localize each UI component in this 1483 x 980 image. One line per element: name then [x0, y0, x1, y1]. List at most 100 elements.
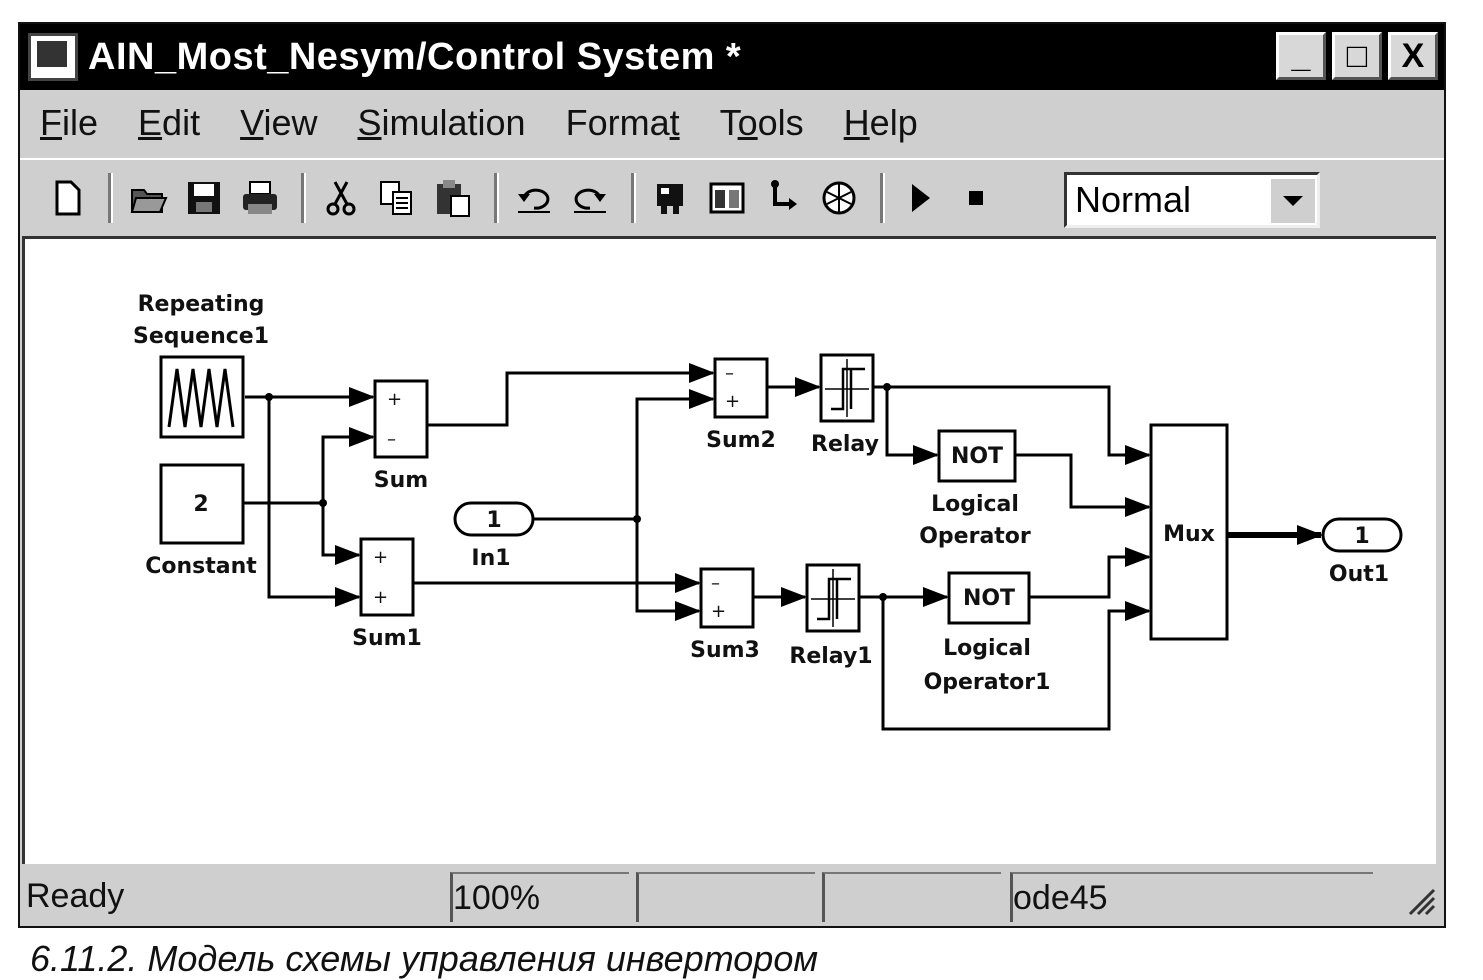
status-panel-empty-1 [636, 872, 815, 922]
menu-item-mnemonic: V [240, 102, 264, 143]
resize-grip-icon[interactable] [1404, 884, 1436, 916]
chevron-down-icon[interactable] [1271, 179, 1315, 223]
new-icon[interactable] [42, 173, 92, 223]
out1-port-block[interactable]: 1 [1321, 517, 1403, 553]
menu-item-mnemonic: S [357, 102, 382, 143]
relay-label: Relay [811, 432, 879, 457]
paste-icon[interactable] [428, 173, 478, 223]
solver-name: ode45 [1010, 872, 1373, 922]
menu-item-text: ols [757, 102, 804, 143]
simulation-mode-value: Normal [1075, 179, 1192, 220]
menu-item-text: Forma [565, 102, 670, 143]
logical-operator-block[interactable]: NOT [937, 429, 1017, 483]
toolbar-separator [108, 173, 113, 223]
logical-operator1-label-2: Operator1 [924, 670, 1051, 695]
menu-item-text: T [719, 102, 738, 143]
stop-icon[interactable] [951, 173, 1001, 223]
menu-item[interactable]: Tools [720, 102, 804, 144]
logical-operator-label-2: Operator [919, 524, 1031, 549]
sum-sign-1: + [387, 389, 402, 410]
sum3-block[interactable]: – + [699, 567, 755, 629]
in1-label: In1 [471, 546, 510, 571]
toolbar-separator [880, 173, 885, 223]
print-icon[interactable] [235, 173, 285, 223]
relay1-block[interactable] [805, 563, 861, 633]
model-explorer-icon[interactable] [702, 173, 752, 223]
sum3-sign-2: + [711, 601, 726, 622]
library-browser-icon[interactable] [646, 173, 696, 223]
menu-item[interactable]: View [240, 102, 317, 144]
menu-item-mnemonic: H [843, 102, 870, 143]
constant-label: Constant [145, 554, 257, 579]
simulation-mode-select[interactable]: Normal [1064, 172, 1320, 228]
logical-operator1-label-1: Logical [943, 636, 1031, 661]
relay1-label: Relay1 [789, 644, 872, 669]
menu-item[interactable]: Format [566, 102, 680, 144]
sum2-block[interactable]: – + [713, 357, 769, 419]
minimize-button[interactable]: _ [1276, 32, 1326, 80]
cut-icon[interactable] [316, 173, 366, 223]
update-diagram-icon[interactable] [814, 173, 864, 223]
app-icon[interactable] [28, 33, 78, 81]
sum2-sign-2: + [725, 391, 740, 412]
menu-item[interactable]: Simulation [357, 102, 525, 144]
menu-item[interactable]: File [40, 102, 98, 144]
toolbar-separator [631, 173, 636, 223]
repeating-sequence-label-2: Sequence1 [133, 324, 269, 349]
junction-dots [265, 383, 891, 601]
constant-value: 2 [193, 492, 208, 517]
repeating-sequence-block[interactable] [159, 355, 245, 439]
mux-block[interactable]: Mux [1149, 423, 1229, 641]
sum3-sign-1: – [711, 573, 720, 594]
logical-operator-label-1: Logical [931, 492, 1019, 517]
relay-block[interactable] [819, 353, 875, 423]
model-canvas[interactable]: Repeating Sequence1 2 Constant + – Sum +… [22, 236, 1436, 864]
menu-item-text: ile [62, 102, 99, 143]
signal-lines [243, 363, 1323, 731]
toolbar-separator [494, 173, 499, 223]
redo-icon[interactable] [565, 173, 615, 223]
copy-icon[interactable] [372, 173, 422, 223]
close-button[interactable]: X [1388, 32, 1438, 80]
logical-operator1-block[interactable]: NOT [947, 571, 1031, 625]
simulink-window: AIN_Most_Nesym/Control System * _ □ X Fi… [18, 22, 1446, 928]
window-title: AIN_Most_Nesym/Control System * [88, 35, 742, 78]
undo-icon[interactable] [509, 173, 559, 223]
save-icon[interactable] [179, 173, 229, 223]
toolbar-separator [301, 173, 306, 223]
start-icon[interactable] [895, 173, 945, 223]
repeating-sequence-label-1: Repeating [138, 292, 265, 317]
sum1-label: Sum1 [352, 626, 422, 651]
open-icon[interactable] [123, 173, 173, 223]
menu-item-mnemonic: t [669, 102, 680, 143]
in1-port-block[interactable]: 1 [453, 501, 535, 537]
mux-label: Mux [1163, 522, 1215, 547]
title-bar[interactable]: AIN_Most_Nesym/Control System * _ □ X [20, 24, 1444, 90]
out1-label: Out1 [1329, 562, 1389, 587]
sum-block[interactable]: + – [373, 379, 429, 459]
toolbar [20, 158, 1444, 236]
menu-item-mnemonic: o [737, 102, 758, 143]
sum3-label: Sum3 [690, 638, 760, 663]
status-panel-empty-2 [822, 872, 1001, 922]
sum1-sign-1: + [373, 547, 388, 568]
block-diagram: Repeating Sequence1 2 Constant + – Sum +… [133, 292, 1403, 731]
sum2-sign-1: – [725, 363, 734, 384]
sum1-sign-2: + [373, 587, 388, 608]
zoom-level: 100% [450, 872, 629, 922]
sum1-block[interactable]: + + [359, 537, 415, 617]
maximize-button[interactable]: □ [1332, 32, 1382, 80]
sum-sign-2: – [387, 429, 396, 450]
out1-port-number: 1 [1354, 524, 1369, 549]
logical-operator-op: NOT [951, 444, 1003, 469]
sum2-label: Sum2 [706, 428, 776, 453]
menu-item[interactable]: Help [844, 102, 918, 144]
menu-item-mnemonic: E [138, 102, 163, 143]
constant-block[interactable]: 2 [159, 463, 245, 545]
menu-item-text: iew [263, 102, 318, 143]
figure-caption: 6.11.2. Модель схемы управления инвертор… [30, 938, 819, 979]
menu-item-mnemonic: F [40, 102, 62, 143]
debug-icon[interactable] [758, 173, 808, 223]
menu-item[interactable]: Edit [138, 102, 200, 144]
